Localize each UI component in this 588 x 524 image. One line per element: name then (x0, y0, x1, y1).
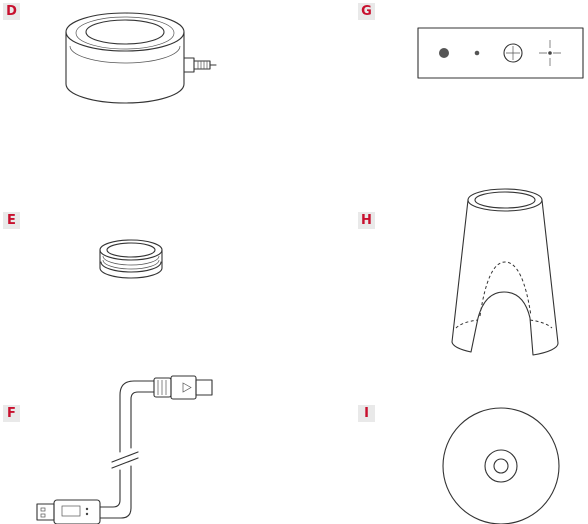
disc-drawing (0, 0, 588, 524)
